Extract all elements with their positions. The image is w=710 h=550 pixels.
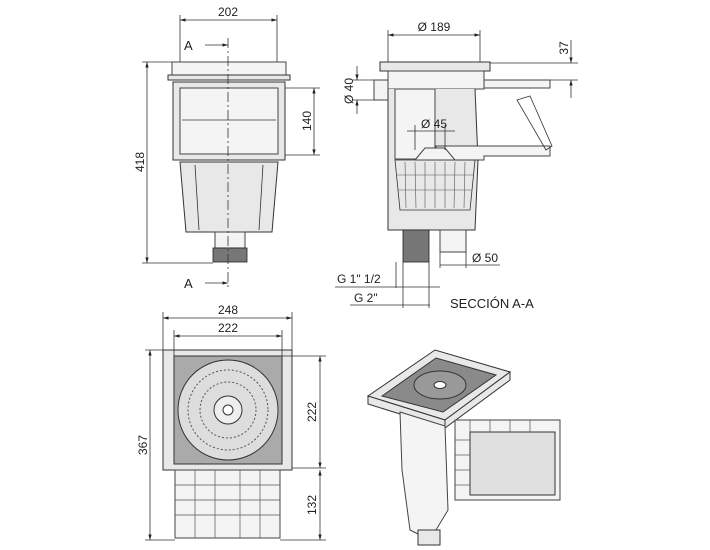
dim-248: 248	[218, 303, 238, 317]
top-view: 248 222 222 132 367	[136, 303, 326, 541]
dim-202: 202	[218, 5, 238, 19]
dim-222-height: 222	[305, 402, 319, 422]
thread-g2: G 2"	[354, 291, 378, 305]
thread-g1-1-2: G 1" 1/2	[337, 272, 381, 286]
section-mark-bottom: A	[184, 276, 193, 291]
dim-140: 140	[300, 111, 314, 131]
dim-37: 37	[557, 41, 571, 55]
isometric-view	[366, 349, 561, 546]
dim-222-width: 222	[218, 321, 238, 335]
dim-132: 132	[305, 495, 319, 515]
section-title: SECCIÓN A-A	[450, 296, 534, 311]
dim-d40: Ø 40	[342, 78, 356, 104]
dim-367: 367	[136, 435, 150, 455]
dim-d189: Ø 189	[418, 20, 451, 34]
dim-d45: Ø 45	[421, 117, 447, 131]
section-mark-top: A	[184, 38, 193, 53]
front-view: A A 202 418 140	[133, 5, 320, 291]
dim-d50: Ø 50	[472, 251, 498, 265]
dim-418: 418	[133, 152, 147, 172]
section-view: Ø 189 37 Ø 40 Ø 45 Ø 50 G 1" 1/2 G 2" SE…	[335, 20, 578, 311]
